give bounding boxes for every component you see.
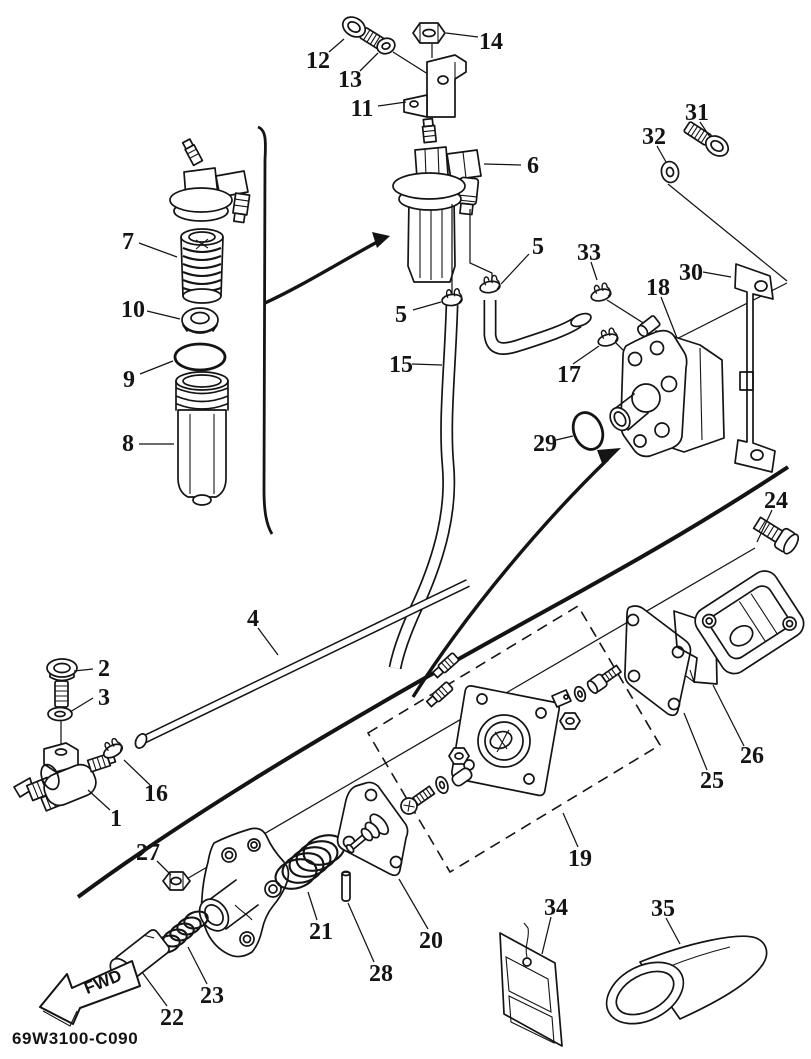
bracket-30 [734, 263, 776, 473]
callout-5-right: 5 [532, 234, 544, 260]
group-sticker [499, 922, 563, 1047]
callout-1: 1 [110, 806, 122, 832]
clip-5-right [477, 273, 502, 296]
spring-21 [274, 834, 346, 890]
callout-2: 2 [98, 656, 110, 682]
fwd-arrow: FWD [39, 960, 141, 1027]
callout-20: 20 [419, 928, 443, 954]
group-fuel-pump-upper [571, 121, 776, 473]
callout-16: 16 [144, 781, 168, 807]
washer-32 [660, 160, 680, 184]
callout-23: 23 [200, 983, 224, 1009]
group-gaskets-cover [624, 516, 805, 717]
group-brace [257, 125, 274, 535]
cover-24 [694, 570, 805, 675]
callout-26: 26 [740, 743, 764, 769]
callout-22: 22 [160, 1005, 184, 1031]
callout-5-left: 5 [395, 302, 407, 328]
fuel-cock-1 [13, 742, 117, 812]
bolt-2 [46, 658, 78, 708]
callout-13: 13 [338, 67, 362, 93]
callout-31: 31 [685, 100, 709, 126]
bolt-24 [752, 516, 800, 555]
callout-15: 15 [389, 352, 413, 378]
bolt-31 [683, 121, 730, 157]
pump-internals-dashed-box [366, 604, 662, 874]
group-pump-lower-exploded [109, 781, 409, 985]
callout-4: 4 [247, 606, 259, 632]
spring-23 [155, 910, 209, 954]
group-filter-exploded [169, 138, 251, 506]
callout-6: 6 [527, 153, 539, 179]
callout-17: 17 [557, 362, 581, 388]
callout-7: 7 [122, 229, 134, 255]
diaphragm-20 [336, 781, 409, 877]
pin-28 [341, 870, 351, 902]
pump-flange [198, 827, 290, 958]
part-code: 69W3100-C090 [12, 1029, 138, 1048]
gasket-25 [624, 605, 692, 717]
callouts: 1 2 3 4 5 5 6 7 8 9 10 11 12 13 14 15 16… [98, 29, 788, 1031]
screw-internals-right [586, 664, 622, 694]
o-ring-29 [571, 411, 605, 451]
pump-inlet-fitting [636, 315, 661, 338]
callout-29: 29 [533, 431, 557, 457]
callout-14: 14 [479, 29, 503, 55]
callout-24: 24 [764, 488, 788, 514]
group-fuel-cock [13, 658, 126, 812]
callout-21: 21 [309, 919, 333, 945]
pointer-arrow-to-filter [264, 232, 390, 305]
bracket-11 [403, 54, 467, 118]
callout-10: 10 [121, 297, 145, 323]
washer-13 [376, 37, 396, 55]
callout-27: 27 [136, 840, 160, 866]
leader-lines [69, 32, 773, 1007]
callout-34: 34 [544, 895, 568, 921]
clip-17 [594, 326, 620, 349]
callout-19: 19 [568, 846, 592, 872]
callout-35: 35 [651, 896, 675, 922]
pointer-arrow-to-pump [411, 448, 621, 698]
callout-12: 12 [306, 48, 330, 74]
washer-3 [47, 706, 73, 722]
callout-30: 30 [679, 260, 703, 286]
group-grommet [605, 935, 768, 1025]
callout-25: 25 [700, 768, 724, 794]
clip-33 [587, 281, 613, 304]
callout-11: 11 [351, 96, 374, 122]
engine-outline [76, 465, 790, 899]
group-filter-assembly [341, 16, 482, 283]
nut-27 [162, 871, 191, 891]
group-hoses [388, 204, 592, 670]
callout-9: 9 [123, 367, 135, 393]
callout-3: 3 [98, 685, 110, 711]
callout-28: 28 [369, 961, 393, 987]
callout-18: 18 [646, 275, 670, 301]
callout-32: 32 [642, 124, 666, 150]
callout-8: 8 [122, 431, 134, 457]
group-pump-internals [400, 652, 622, 815]
callout-33: 33 [577, 240, 601, 266]
nut-14 [412, 22, 446, 44]
screw-internals-left [400, 785, 436, 815]
group-fuel-pipe [134, 579, 470, 749]
